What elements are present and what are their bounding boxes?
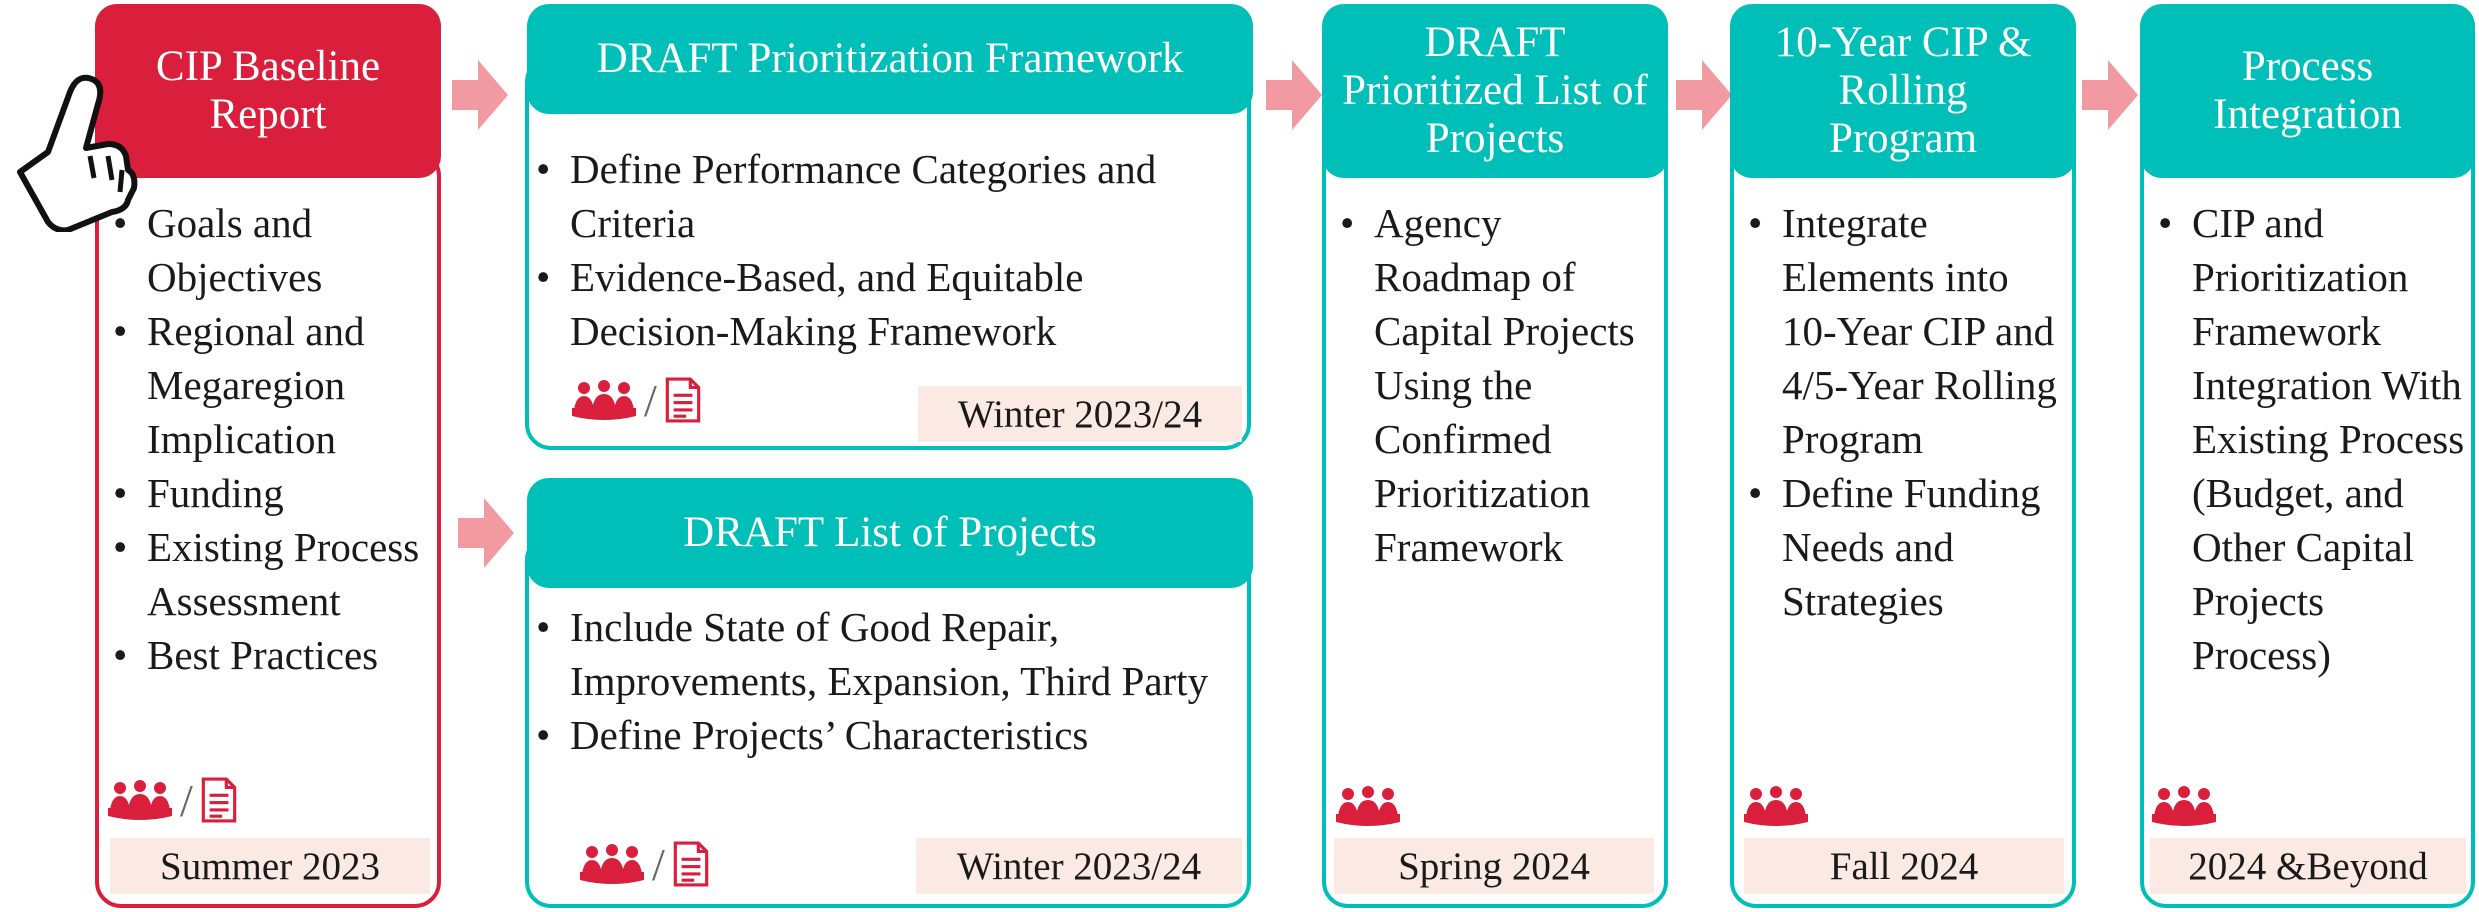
document-icon (673, 841, 709, 887)
icon-group (2152, 778, 2216, 834)
step-bullets-integration: CIP and Prioritization Framework Integra… (2152, 196, 2472, 682)
bullet-item: Existing Process Assessment (107, 520, 437, 628)
step-date-prioritized: Spring 2024 (1334, 838, 1654, 894)
bullet-item: Best Practices (107, 628, 437, 682)
step-date-list: Winter 2023/24 (916, 838, 1242, 894)
bullet-item: Integrate Elements into 10-Year CIP and … (1742, 196, 2072, 466)
right-arrow-icon (458, 498, 514, 568)
bullet-item: Agency Roadmap of Capital Projects Using… (1334, 196, 1664, 574)
bullet-item: CIP and Prioritization Framework Integra… (2152, 196, 2472, 682)
people-group-icon (108, 780, 172, 820)
people-group-icon (572, 380, 636, 420)
bullet-item: Regional and Megaregion Implication (107, 304, 437, 466)
step-bullets-baseline: Goals and Objectives Regional and Megare… (107, 196, 437, 682)
bullet-item: Evidence-Based, and Equitable Decision-M… (530, 250, 1240, 358)
pointing-hand-icon (17, 74, 138, 232)
icon-group (1744, 778, 1808, 834)
step-date-baseline: Summer 2023 (110, 838, 430, 894)
people-group-icon (1744, 786, 1808, 826)
step-title-prioritized: DRAFT Prioritized List of Projects (1322, 4, 1668, 178)
step-bullets-framework: Define Performance Categories and Criter… (530, 142, 1240, 358)
people-group-icon (580, 844, 644, 884)
bullet-item: Include State of Good Repair, Improvemen… (530, 600, 1240, 708)
people-group-icon (2152, 786, 2216, 826)
icon-group (1336, 778, 1400, 834)
icon-separator: / (644, 374, 657, 426)
icon-group: / (572, 372, 701, 428)
icon-group: / (580, 836, 709, 892)
bullet-item: Define Funding Needs and Strategies (1742, 466, 2072, 628)
right-arrow-icon (1266, 60, 1322, 130)
step-bullets-cip: Integrate Elements into 10-Year CIP and … (1742, 196, 2072, 628)
bullet-item: Funding (107, 466, 437, 520)
icon-separator: / (652, 838, 665, 890)
step-title-cip: 10-Year CIP & Rolling Program (1730, 4, 2076, 178)
step-bullets-list: Include State of Good Repair, Improvemen… (530, 600, 1240, 762)
step-date-integration: 2024 &Beyond (2150, 838, 2466, 894)
icon-group: / (108, 772, 237, 828)
step-title-integration: Process Integration (2140, 4, 2475, 178)
right-arrow-icon (1676, 60, 1732, 130)
right-arrow-icon (452, 60, 508, 130)
document-icon (665, 377, 701, 423)
people-group-icon (1336, 786, 1400, 826)
step-bullets-prioritized: Agency Roadmap of Capital Projects Using… (1334, 196, 1664, 574)
step-date-framework: Winter 2023/24 (918, 386, 1242, 442)
step-title-list: DRAFT List of Projects (527, 478, 1253, 588)
bullet-item: Define Performance Categories and Criter… (530, 142, 1240, 250)
document-icon (201, 777, 237, 823)
step-date-cip: Fall 2024 (1744, 838, 2064, 894)
step-title-baseline: CIP Baseline Report (95, 4, 441, 178)
icon-separator: / (180, 774, 193, 826)
bullet-item: Define Projects’ Characteristics (530, 708, 1240, 762)
right-arrow-icon (2082, 60, 2138, 130)
step-title-framework: DRAFT Prioritization Framework (527, 4, 1253, 114)
bullet-item: Goals and Objectives (107, 196, 437, 304)
